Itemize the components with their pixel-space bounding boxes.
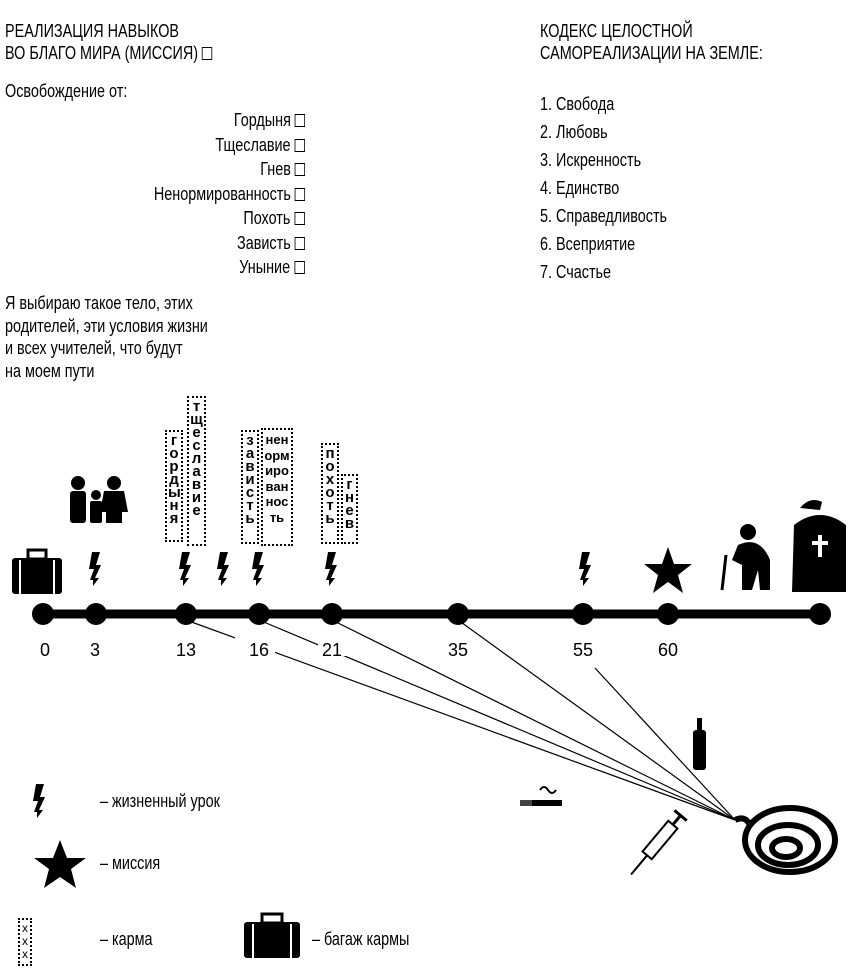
elderly-icon xyxy=(720,524,770,591)
lightning-icon xyxy=(579,552,591,586)
lightning-icon xyxy=(89,552,101,586)
syringe-icon xyxy=(630,809,688,876)
legend-suitcase-icon xyxy=(244,912,300,958)
checkbox[interactable] xyxy=(294,236,305,250)
dot xyxy=(248,603,270,625)
age-labels: 0 3 13 16 21 35 55 60 xyxy=(40,640,678,660)
legend-karma-box: xxx xyxy=(18,918,32,966)
legend-baggage: – багаж кармы xyxy=(312,929,410,949)
vice-item: Гнев xyxy=(100,157,305,182)
codex-item: 4. Единство xyxy=(540,178,620,198)
dot xyxy=(85,603,107,625)
age-label: 13 xyxy=(176,640,196,660)
age-label: 55 xyxy=(573,640,593,660)
lightning-icons xyxy=(89,552,591,586)
spiral-icon xyxy=(733,805,838,875)
checkbox[interactable] xyxy=(294,138,305,152)
legend-lightning-icon xyxy=(33,784,45,818)
freedom-label: Освобождение от: xyxy=(5,81,128,101)
codex-item: 5. Справедливость xyxy=(540,206,668,226)
codex-item: 2. Любовь xyxy=(540,122,608,142)
dot xyxy=(321,603,343,625)
karma-box-pride: гордыня xyxy=(165,430,183,542)
lightning-icon xyxy=(325,552,337,586)
mission-checkbox[interactable] xyxy=(202,47,213,60)
dot xyxy=(447,603,469,625)
age-label: 3 xyxy=(90,640,100,660)
timeline-dots xyxy=(32,603,831,625)
legend-mission: – миссия xyxy=(100,853,161,873)
dot xyxy=(32,603,54,625)
dot xyxy=(657,603,679,625)
vice-item: Гордыня xyxy=(100,108,305,133)
age-label: 16 xyxy=(249,640,269,660)
legend-star-icon xyxy=(34,840,86,888)
karma-box-lust: похоть xyxy=(321,443,339,544)
karma-box-envy: зависть xyxy=(241,430,259,544)
codex-list: 1. Свобода 2. Любовь 3. Искренность 4. Е… xyxy=(540,90,699,286)
vices-list: Гордыня Тщеславие Гнев Ненормированность… xyxy=(100,108,305,280)
suitcase-icon xyxy=(12,548,62,594)
legend-karma: – карма xyxy=(100,929,153,949)
age-label: 0 xyxy=(40,640,50,660)
dot xyxy=(809,603,831,625)
cigarette-icon xyxy=(520,786,562,806)
age-label: 35 xyxy=(448,640,468,660)
tombstone-icon xyxy=(792,500,846,592)
age-label: 21 xyxy=(322,640,342,660)
legend-lesson: – жизненный урок xyxy=(100,791,220,811)
checkbox[interactable] xyxy=(294,212,305,225)
star-icon xyxy=(644,547,692,593)
vice-item: Тщеславие xyxy=(100,133,305,158)
vice-item: Похоть xyxy=(100,206,305,231)
checkbox[interactable] xyxy=(294,163,305,176)
codex-item: 1. Свобода xyxy=(540,94,615,114)
checkbox[interactable] xyxy=(294,114,305,127)
vice-item: Уныние xyxy=(100,255,305,280)
lightning-icon xyxy=(252,552,264,586)
age-label: 60 xyxy=(658,640,678,660)
karma-box-vanity: тщеславие xyxy=(187,396,206,546)
bottle-icon xyxy=(693,718,706,770)
codex-item: 7. Счастье xyxy=(540,262,612,282)
mission-title-line2: ВО БЛАГО МИРА (МИССИЯ) xyxy=(5,43,199,63)
dot xyxy=(175,603,197,625)
karma-box-anger: гнев xyxy=(341,474,358,544)
checkbox[interactable] xyxy=(294,187,305,201)
lightning-icon xyxy=(179,552,191,586)
karma-box-irregularity: ненормированность xyxy=(261,428,293,546)
vice-item: Ненормированность xyxy=(100,182,305,207)
dot xyxy=(572,603,594,625)
codex-item: 3. Искренность xyxy=(540,150,642,170)
vice-item: Зависть xyxy=(100,231,305,256)
family-icon xyxy=(70,476,128,523)
codex-item: 6. Всеприятие xyxy=(540,234,636,254)
mission-title-line1: РЕАЛИЗАЦИЯ НАВЫКОВ xyxy=(5,21,180,41)
lightning-icon xyxy=(217,552,229,586)
